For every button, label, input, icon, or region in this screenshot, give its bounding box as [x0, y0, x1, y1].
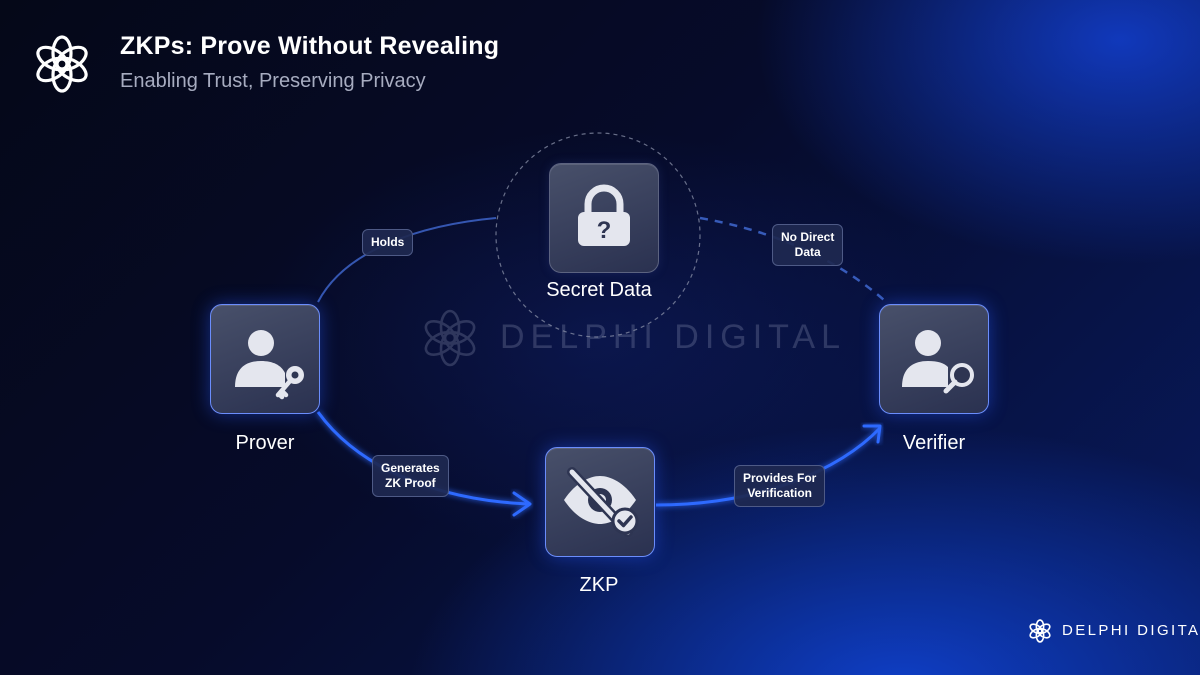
edge-label-no-direct-data: No Direct Data [772, 224, 844, 266]
edge-label-provides-for-verification: Provides For Verification [734, 465, 826, 507]
footer-brand: DELPHI DIGITAL [1062, 622, 1200, 639]
secret-boundary-circle [495, 132, 701, 338]
arrowhead-to-verifier [862, 424, 882, 444]
page-title: ZKPs: Prove Without Revealing [120, 32, 500, 60]
secret-data-label: Secret Data [546, 279, 652, 301]
prover-label: Prover [235, 432, 295, 454]
verifier-node [879, 304, 989, 414]
verifier-label: Verifier [902, 432, 966, 454]
delphi-flower-logo-icon [36, 35, 88, 93]
secret-data-node: ? [549, 163, 659, 273]
user-key-icon [235, 330, 304, 400]
edge-label-holds: Holds [362, 229, 414, 256]
lock-question-icon: ? [578, 184, 630, 246]
prover-node [210, 304, 320, 414]
svg-text:?: ? [597, 217, 612, 244]
zkp-node [545, 447, 655, 557]
page-subtitle: Enabling Trust, Preserving Privacy [120, 70, 426, 92]
zkp-label: ZKP [579, 574, 619, 596]
watermark-logo-icon [424, 309, 476, 367]
watermark-text: DELPHI DIGITAL [500, 318, 846, 356]
footer-logo-icon [1029, 619, 1051, 643]
edge-label-generates-zk-proof: Generates ZK Proof [372, 455, 449, 497]
user-search-icon [902, 330, 974, 394]
eye-slash-check-icon [564, 467, 639, 537]
arrowhead-to-zkp [512, 491, 532, 517]
